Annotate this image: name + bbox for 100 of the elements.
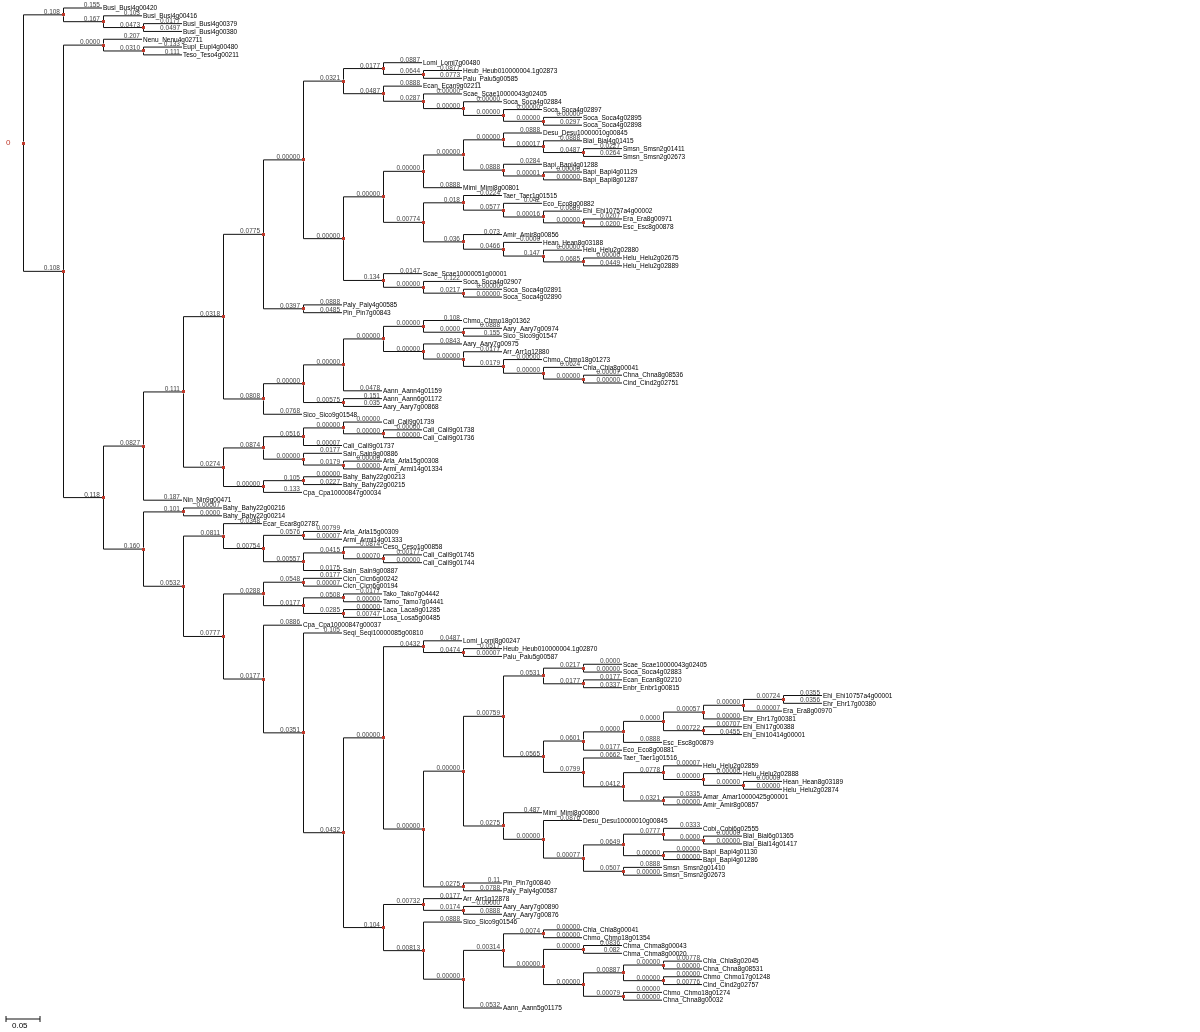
node-marker	[342, 426, 345, 430]
tree-branch	[743, 786, 783, 790]
tree-branch	[383, 62, 423, 68]
tree-branch	[303, 427, 343, 436]
tree-branch	[623, 845, 663, 857]
node-marker	[302, 604, 305, 608]
tree-branch	[263, 534, 303, 548]
node-marker	[662, 979, 665, 983]
tree-branch	[343, 338, 383, 364]
tree-branch	[623, 866, 663, 871]
tree-branch	[303, 577, 343, 582]
tree-branch	[583, 380, 623, 384]
node-marker	[582, 377, 585, 381]
tree-branch	[703, 731, 743, 736]
tree-branch	[263, 549, 303, 563]
tree-branch	[543, 757, 583, 773]
tree-branch	[623, 872, 663, 876]
tree-branch	[663, 773, 703, 780]
tree-branch	[463, 949, 503, 979]
tree-branch	[383, 904, 423, 927]
node-marker	[422, 827, 425, 831]
tree-branch	[623, 973, 663, 982]
tree-branch	[303, 304, 343, 308]
tree-branch	[303, 476, 343, 480]
tree-branch	[663, 851, 703, 855]
tree-branch	[423, 647, 463, 654]
tree-branch	[63, 15, 103, 23]
node-marker	[302, 580, 305, 584]
tree-branch	[183, 587, 223, 637]
node-marker	[142, 26, 145, 30]
tree-branch	[343, 460, 383, 465]
tree-branch	[463, 653, 503, 657]
node-marker	[62, 269, 65, 273]
tree-branch	[423, 280, 463, 287]
tree-branch	[423, 898, 463, 904]
tree-branch	[583, 950, 623, 954]
tree-branch	[383, 197, 423, 223]
tree-branch	[503, 717, 543, 758]
tree-branch	[303, 160, 343, 240]
node-marker	[262, 547, 265, 550]
tree-branch	[303, 460, 343, 466]
tree-branch	[623, 964, 663, 972]
tree-branch	[303, 606, 343, 614]
tree-branch	[303, 536, 343, 540]
tree-branch	[423, 921, 463, 950]
node-marker	[302, 560, 305, 564]
tree-branch	[463, 203, 503, 211]
node-marker	[142, 444, 145, 448]
node-marker	[582, 666, 585, 670]
tree-branch	[263, 581, 303, 593]
node-marker	[102, 496, 105, 500]
tree-branch	[423, 770, 463, 829]
tree-branch	[183, 507, 223, 511]
node-marker	[382, 557, 385, 561]
node-marker	[542, 119, 545, 123]
node-marker	[422, 350, 425, 353]
root-label: 0	[6, 139, 11, 148]
tree-branch	[463, 101, 503, 108]
tree-branch	[743, 698, 783, 705]
tree-branch	[343, 365, 383, 392]
tree-branch	[383, 85, 423, 93]
tree-branch	[463, 109, 503, 116]
node-marker	[582, 260, 585, 264]
tree-branch	[543, 116, 583, 121]
node-marker	[462, 885, 465, 889]
tree-branch	[703, 726, 743, 730]
node-marker	[342, 79, 345, 83]
node-marker	[622, 785, 625, 789]
tree-branch	[663, 856, 703, 861]
scale-label: 0.05	[12, 1022, 28, 1030]
node-marker	[502, 247, 505, 251]
tree-branch	[343, 82, 383, 95]
node-marker	[742, 703, 745, 707]
node-marker	[542, 755, 545, 759]
tree-branch	[103, 498, 143, 550]
tree-branch	[623, 720, 663, 731]
tree-branch	[583, 985, 623, 997]
tree-branch	[263, 594, 303, 607]
node-marker	[702, 838, 705, 842]
tree-branch	[23, 14, 63, 143]
tree-branch	[303, 309, 343, 314]
node-marker	[542, 965, 545, 969]
tree-branch	[703, 780, 743, 786]
tree-branch	[503, 140, 543, 148]
tree-branch	[383, 646, 423, 737]
tree-branch	[463, 333, 503, 337]
node-marker	[462, 357, 465, 361]
node-marker	[382, 337, 385, 341]
tree-branch	[623, 997, 663, 1001]
tree-branch	[223, 593, 263, 636]
tree-branch	[383, 554, 423, 558]
tree-branch	[543, 176, 583, 181]
tree-branch	[663, 981, 703, 986]
tree-branch	[663, 711, 703, 721]
node-marker	[622, 843, 625, 847]
tree-branch	[663, 796, 703, 800]
tree-branch	[503, 116, 543, 122]
tree-branch	[343, 239, 383, 281]
tree-branch	[463, 882, 503, 886]
tree-branch	[583, 663, 623, 668]
